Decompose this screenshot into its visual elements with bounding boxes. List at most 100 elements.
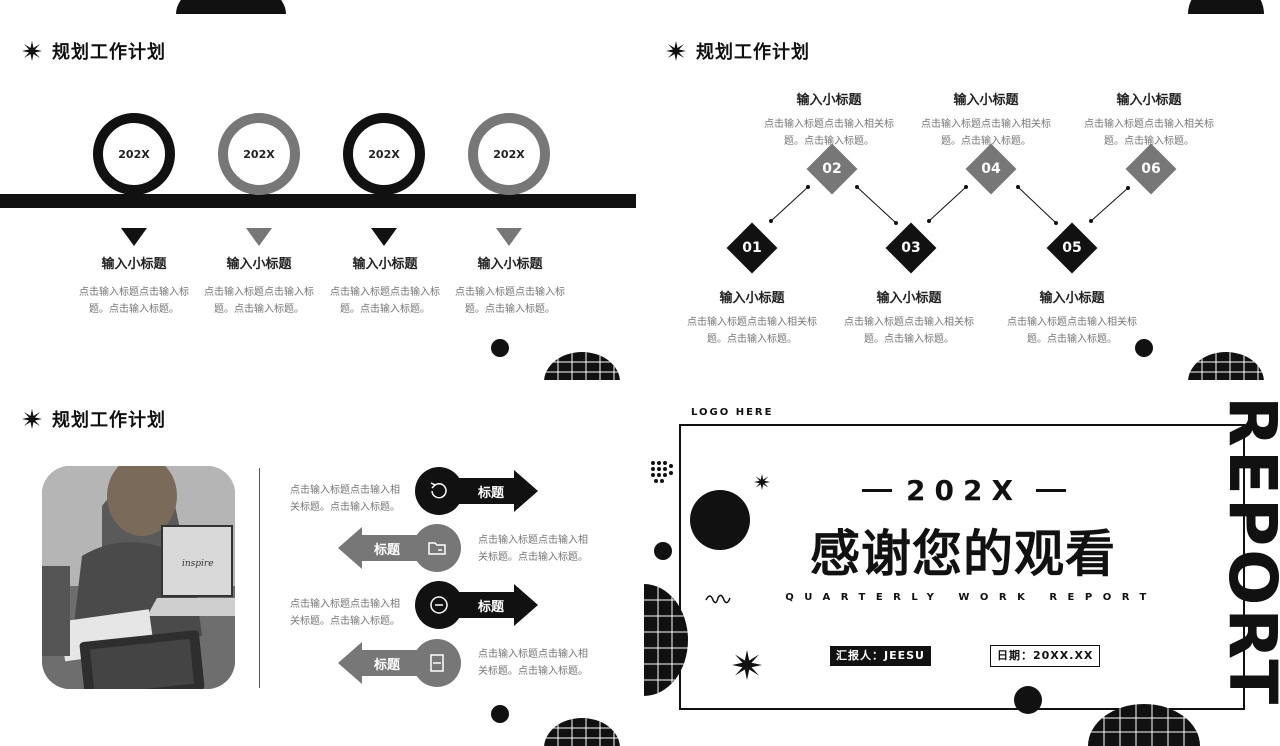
- item-desc-line: 点击输入标题点击输入相: [290, 599, 400, 610]
- step-number: 04: [981, 161, 1001, 177]
- item-subtitle[interactable]: 输入小标题: [1039, 291, 1105, 306]
- year-ring: 202X: [218, 113, 300, 195]
- grid-half-circle-decoration: [1088, 704, 1200, 746]
- step-number: 02: [822, 161, 842, 177]
- office-photo: inspire: [42, 466, 235, 689]
- item-desc[interactable]: 点击输入标题点击输入标: [330, 287, 440, 298]
- item-desc[interactable]: 题。点击输入标题。: [784, 136, 874, 147]
- step-item[interactable]: 输入小标题 点击输入标题点击输入相关标 题。点击输入标题。: [687, 287, 817, 348]
- item-subtitle[interactable]: 输入小标题: [719, 291, 785, 306]
- item-desc[interactable]: 点击输入标题点击输入相关标: [1007, 317, 1137, 328]
- item-desc[interactable]: 题。点击输入标题。: [214, 304, 304, 315]
- item-desc[interactable]: 题。点击输入标题。: [465, 304, 555, 315]
- item-subtitle[interactable]: 输入小标题: [1116, 93, 1182, 108]
- year-ring: 202X: [343, 113, 425, 195]
- side-word-report[interactable]: REPORT: [1222, 396, 1280, 708]
- slide-title-text: 规划工作计划: [52, 410, 166, 431]
- item-desc[interactable]: 题。点击输入标题。: [89, 304, 179, 315]
- list-icon-circle[interactable]: [415, 581, 463, 629]
- slide-title-text: 规划工作计划: [696, 42, 810, 63]
- item-desc-line: 关标题。点击输入标题。: [478, 552, 588, 563]
- item-desc[interactable]: 点击输入标题点击输入相 关标题。点击输入标题。: [478, 646, 598, 680]
- minus-circle-icon: [430, 596, 448, 614]
- item-desc[interactable]: 点击输入标题点击输入标: [79, 287, 189, 298]
- step-item[interactable]: 输入小标题 点击输入标题点击输入相关标 题。点击输入标题。: [921, 89, 1051, 150]
- item-subtitle[interactable]: 输入小标题: [101, 257, 167, 272]
- item-desc[interactable]: 点击输入标题点击输入相关标: [1084, 119, 1214, 130]
- timeline-item[interactable]: 输入小标题 点击输入标题点击输入标 题。点击输入标题。: [74, 253, 194, 318]
- item-desc-line: 关标题。点击输入标题。: [478, 666, 588, 677]
- arrow-left-shape: [338, 639, 461, 687]
- arrow-label[interactable]: 标题: [478, 486, 505, 501]
- item-subtitle[interactable]: 输入小标题: [953, 93, 1019, 108]
- list-icon-circle[interactable]: [415, 467, 463, 515]
- item-desc-line: 点击输入标题点击输入相: [478, 535, 588, 546]
- triangle-marker: [371, 228, 397, 246]
- item-desc[interactable]: 点击输入标题点击输入相关标: [921, 119, 1051, 130]
- star-burst-icon: [666, 41, 686, 61]
- item-desc[interactable]: 题。点击输入标题。: [340, 304, 430, 315]
- item-desc[interactable]: 点击输入标题点击输入相关标: [687, 317, 817, 328]
- item-desc[interactable]: 题。点击输入标题。: [1104, 136, 1194, 147]
- triangle-marker: [121, 228, 147, 246]
- step-number: 03: [901, 240, 921, 256]
- triangle-marker: [246, 228, 272, 246]
- timeline-item[interactable]: 输入小标题 点击输入标题点击输入标 题。点击输入标题。: [450, 253, 570, 318]
- item-subtitle[interactable]: 输入小标题: [226, 257, 292, 272]
- item-desc[interactable]: 点击输入标题点击输入相 关标题。点击输入标题。: [290, 596, 410, 630]
- step-item[interactable]: 输入小标题 点击输入标题点击输入相关标 题。点击输入标题。: [1007, 287, 1137, 348]
- date-badge[interactable]: 日期：20XX.XX: [990, 645, 1101, 667]
- item-subtitle[interactable]: 输入小标题: [876, 291, 942, 306]
- slide-zigzag[interactable]: 规划工作计划 02 04 06 01 03 05 输入小标题 点击输入标题点击输…: [644, 0, 1280, 380]
- step-item[interactable]: 输入小标题 点击输入标题点击输入相关标 题。点击输入标题。: [764, 89, 894, 150]
- grid-half-circle-decoration: [644, 584, 688, 696]
- list-icon-circle[interactable]: [413, 639, 461, 687]
- thanks-heading[interactable]: 感谢您的观看: [810, 525, 1116, 583]
- logo-text[interactable]: LOGO HERE: [691, 407, 774, 418]
- reporter-badge[interactable]: 汇报人：JEESU: [830, 646, 931, 666]
- step-number: 05: [1062, 240, 1082, 256]
- item-desc[interactable]: 点击输入标题点击输入标: [204, 287, 314, 298]
- squiggle-decoration: [705, 594, 731, 604]
- dot-decoration: [491, 705, 509, 723]
- slide-photo-list[interactable]: 规划工作计划 inspire 标题 点击输入标题点击输入相 关标题。点击输入标: [0, 386, 636, 746]
- list-icon-circle[interactable]: [413, 524, 461, 572]
- timeline-item[interactable]: 输入小标题 点击输入标题点击输入标 题。点击输入标题。: [325, 253, 445, 318]
- grid-half-circle-decoration: [544, 352, 620, 380]
- connector-lines: [769, 185, 1130, 225]
- slide-thanks[interactable]: LOGO HERE 202X 感谢您的观看 QUARTERLY WORK REP…: [644, 386, 1280, 746]
- dash-line: [862, 489, 892, 492]
- item-subtitle[interactable]: 输入小标题: [352, 257, 418, 272]
- slide-title-text: 规划工作计划: [52, 42, 166, 63]
- star-burst-icon: [22, 41, 42, 61]
- arrow-label[interactable]: 标题: [374, 543, 401, 558]
- item-subtitle[interactable]: 输入小标题: [796, 93, 862, 108]
- step-item[interactable]: 输入小标题 点击输入标题点击输入相关标 题。点击输入标题。: [844, 287, 974, 348]
- item-desc[interactable]: 题。点击输入标题。: [1027, 334, 1117, 345]
- timeline-item[interactable]: 输入小标题 点击输入标题点击输入标 题。点击输入标题。: [199, 253, 319, 318]
- item-desc[interactable]: 点击输入标题点击输入相关标: [844, 317, 974, 328]
- dot-decoration: [1135, 339, 1153, 357]
- year-text[interactable]: 202X: [906, 474, 1023, 507]
- item-desc[interactable]: 题。点击输入标题。: [707, 334, 797, 345]
- arrow-label[interactable]: 标题: [374, 658, 401, 673]
- sparkle-icon: [754, 474, 770, 490]
- item-desc[interactable]: 点击输入标题点击输入相 关标题。点击输入标题。: [290, 482, 410, 516]
- arrow-label[interactable]: 标题: [478, 600, 505, 615]
- item-desc[interactable]: 点击输入标题点击输入相 关标题。点击输入标题。: [478, 532, 598, 566]
- item-desc[interactable]: 题。点击输入标题。: [864, 334, 954, 345]
- step-number: 01: [742, 240, 762, 256]
- triangle-marker: [496, 228, 522, 246]
- item-subtitle[interactable]: 输入小标题: [477, 257, 543, 272]
- large-dot-decoration: [690, 490, 750, 550]
- slide-timeline[interactable]: 规划工作计划 202X 202X 202X 202X 输入小标题 点击输入标题点…: [0, 0, 636, 380]
- year-heading: 202X: [862, 474, 1067, 507]
- step-item[interactable]: 输入小标题 点击输入标题点击输入相关标 题。点击输入标题。: [1084, 89, 1214, 150]
- item-desc[interactable]: 点击输入标题点击输入标: [455, 287, 565, 298]
- year-label: 202X: [368, 147, 400, 161]
- report-subtitle[interactable]: QUARTERLY WORK REPORT: [785, 592, 1157, 603]
- item-desc[interactable]: 题。点击输入标题。: [941, 136, 1031, 147]
- item-desc[interactable]: 点击输入标题点击输入相关标: [764, 119, 894, 130]
- year-ring: 202X: [93, 113, 175, 195]
- grid-half-circle-decoration: [1188, 0, 1264, 14]
